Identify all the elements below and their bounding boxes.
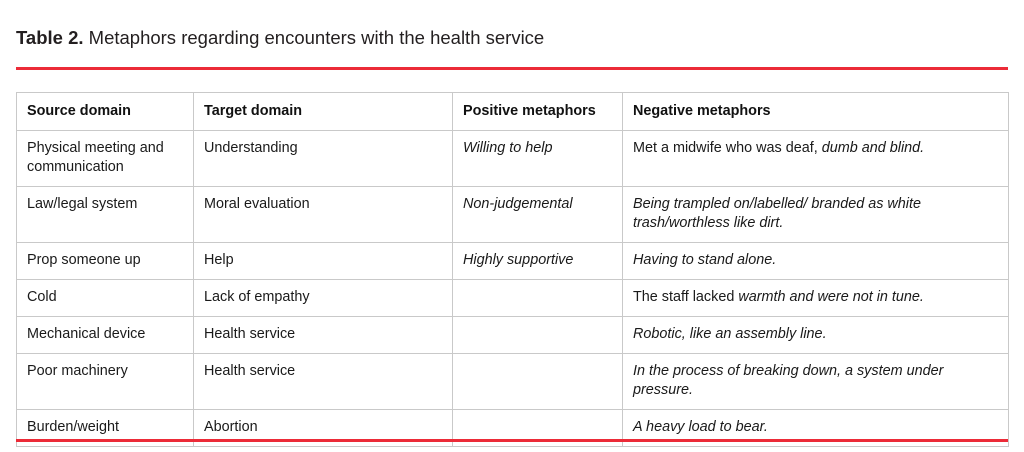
cell-negative-metaphor: Being trampled on/labelled/ branded as w… (622, 186, 1009, 243)
cell-negative-metaphor: In the process of breaking down, a syste… (622, 353, 1009, 410)
negative-italic-text: Being trampled on/labelled/ branded as w… (633, 196, 922, 231)
cell-negative-metaphor: The staff lacked warmth and were not in … (622, 279, 1009, 317)
table-caption-text: Metaphors regarding encounters with the … (83, 27, 545, 48)
metaphors-table: Source domain Target domain Positive met… (16, 92, 1009, 447)
table-row: Cold Lack of empathy The staff lacked wa… (16, 279, 1009, 317)
cell-negative-metaphor: Robotic, like an assembly line. (622, 316, 1009, 354)
cell-target-domain: Understanding (193, 130, 453, 187)
negative-roman-text: Met a midwife who was deaf, (633, 140, 822, 156)
table-row: Physical meeting and communication Under… (16, 130, 1009, 187)
negative-italic-text: In the process of breaking down, a syste… (633, 363, 944, 398)
column-header-source-domain: Source domain (16, 92, 194, 131)
negative-italic-text: A heavy load to bear. (633, 419, 768, 435)
cell-source-domain: Prop someone up (16, 242, 194, 280)
negative-italic-text: dumb and blind. (821, 140, 925, 156)
negative-roman-text: The staff lacked (633, 289, 739, 305)
cell-positive-metaphor (452, 353, 623, 410)
cell-source-domain: Poor machinery (16, 353, 194, 410)
table-row: Poor machinery Health service In the pro… (16, 353, 1009, 410)
cell-target-domain: Help (193, 242, 453, 280)
column-header-negative-metaphors: Negative metaphors (622, 92, 1009, 131)
cell-target-domain: Health service (193, 316, 453, 354)
cell-source-domain: Physical meeting and communication (16, 130, 194, 187)
cell-positive-metaphor (452, 279, 623, 317)
table-caption: Table 2. Metaphors regarding encounters … (16, 26, 544, 50)
cell-positive-metaphor: Non-judgemental (452, 186, 623, 243)
table-caption-label: Table 2. (16, 27, 84, 48)
cell-target-domain: Moral evaluation (193, 186, 453, 243)
table-row: Law/legal system Moral evaluation Non-ju… (16, 186, 1009, 243)
column-header-positive-metaphors: Positive metaphors (452, 92, 623, 131)
table-row: Mechanical device Health service Robotic… (16, 316, 1009, 354)
negative-italic-text: warmth and were not in tune. (738, 289, 924, 305)
column-header-target-domain: Target domain (193, 92, 453, 131)
rule-bottom (16, 439, 1008, 442)
cell-source-domain: Cold (16, 279, 194, 317)
negative-italic-text: Robotic, like an assembly line. (633, 326, 827, 342)
rule-top (16, 67, 1008, 70)
cell-source-domain: Law/legal system (16, 186, 194, 243)
cell-target-domain: Lack of empathy (193, 279, 453, 317)
table-row: Prop someone up Help Highly supportive H… (16, 242, 1009, 280)
cell-negative-metaphor: Having to stand alone. (622, 242, 1009, 280)
cell-positive-metaphor: Highly supportive (452, 242, 623, 280)
cell-positive-metaphor: Willing to help (452, 130, 623, 187)
cell-source-domain: Mechanical device (16, 316, 194, 354)
negative-italic-text: Having to stand alone. (633, 252, 777, 268)
table-header-row: Source domain Target domain Positive met… (16, 92, 1009, 131)
cell-negative-metaphor: Met a midwife who was deaf, dumb and bli… (622, 130, 1009, 187)
cell-positive-metaphor (452, 316, 623, 354)
cell-target-domain: Health service (193, 353, 453, 410)
